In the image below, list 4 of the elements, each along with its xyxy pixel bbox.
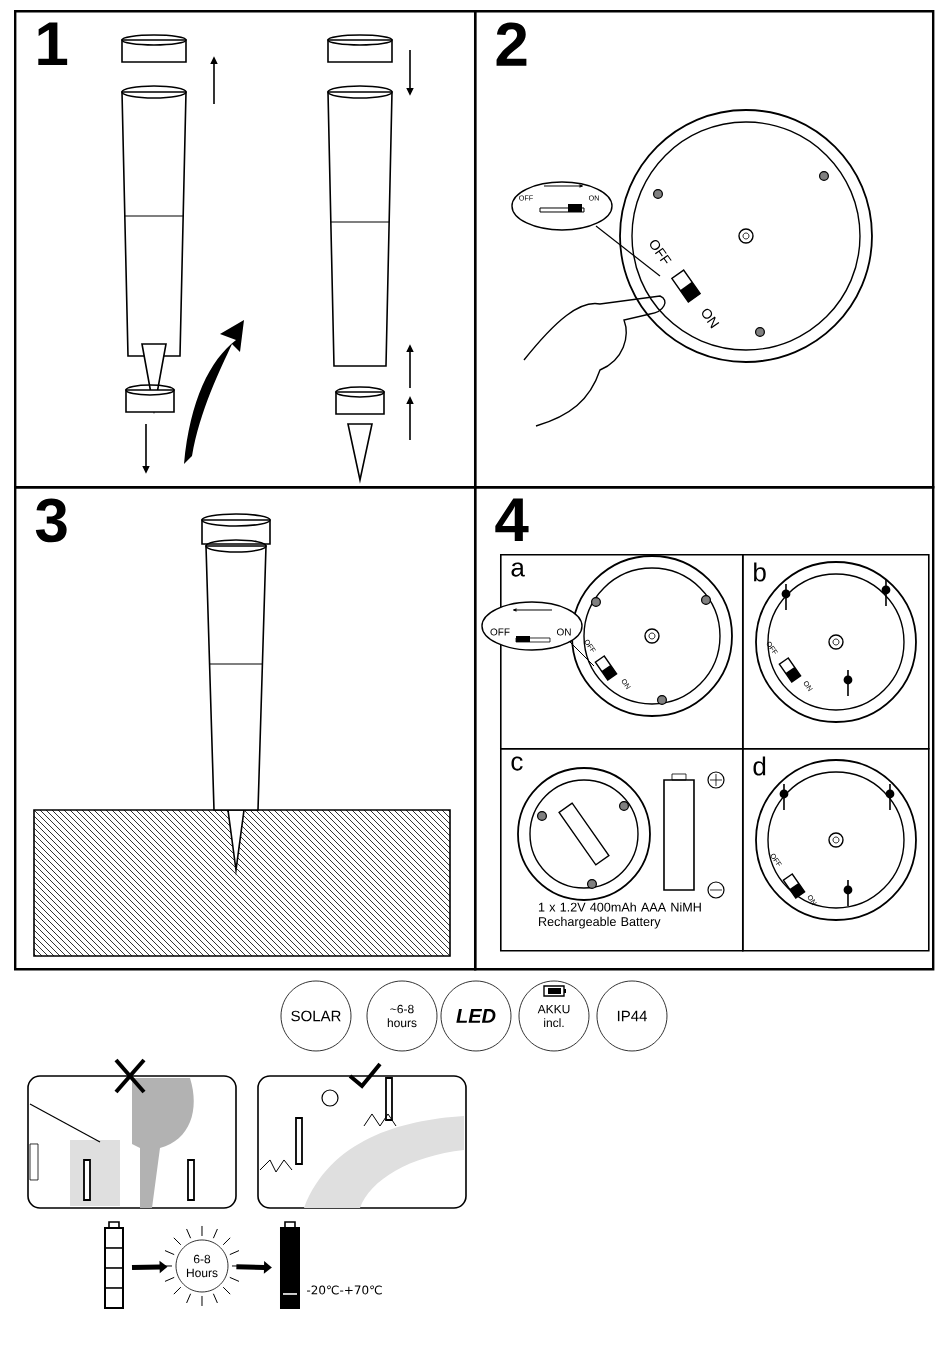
step-panel: 3	[14, 486, 477, 971]
step-panel: 1	[14, 10, 477, 489]
feature-badge: LED	[440, 980, 512, 1052]
battery-icon	[104, 1221, 124, 1309]
